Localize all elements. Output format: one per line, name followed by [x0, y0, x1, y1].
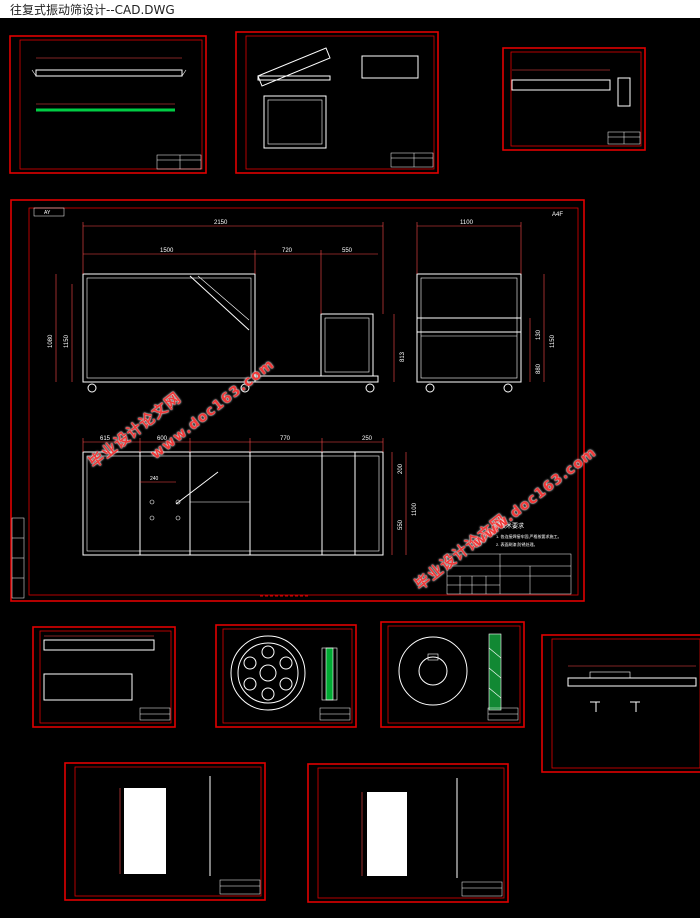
dim-side-h-c: 1150: [550, 334, 556, 348]
sheet-7[interactable]: [541, 634, 700, 773]
dim-plan-e: 200: [398, 463, 404, 474]
dim-width-b: 720: [282, 248, 293, 254]
sheet-main[interactable]: AY A4F 2150 1500 720 550 1080 1150 813: [10, 199, 585, 602]
sheet-1[interactable]: [9, 35, 207, 174]
dim-side-h-b: 880: [536, 363, 542, 374]
cad-drawing-sheets: .fr { fill:none; stroke:#e00000; stroke-…: [9, 31, 700, 903]
dim-plan-g: 1100: [412, 502, 418, 516]
note-2: 2. 表面刷漆,防锈处理。: [496, 541, 538, 547]
dim-height-b: 1150: [64, 334, 70, 348]
dim-width-a: 1500: [160, 248, 174, 254]
sheet-4[interactable]: [32, 626, 176, 728]
sheet-2[interactable]: [235, 31, 439, 174]
dim-plan-d: 250: [362, 436, 373, 442]
dim-plan-a: 615: [100, 436, 111, 442]
window-title: 往复式振动筛设计--CAD.DWG: [10, 3, 175, 17]
dim-plan-f: 550: [398, 519, 404, 530]
dim-plan-b: 600: [157, 436, 168, 442]
svg-text:A4F: A4F: [552, 212, 563, 218]
note-1: 1. 各连接焊接牢固,严格按要求施工。: [496, 533, 562, 539]
sheet-8[interactable]: [64, 762, 266, 901]
dim-height-a: 1080: [48, 334, 54, 348]
dim-overall-width: 2150: [214, 220, 228, 226]
cad-canvas[interactable]: .fr { fill:none; stroke:#e00000; stroke-…: [0, 18, 700, 918]
dim-side-h-a: 130: [536, 329, 542, 340]
dim-side-width: 1100: [460, 220, 474, 226]
dim-plan-c: 770: [280, 436, 291, 442]
dim-plan-h: 240: [150, 476, 159, 482]
sheet-9[interactable]: [307, 763, 509, 903]
sheet-5[interactable]: [215, 624, 357, 728]
title-block: [446, 553, 572, 595]
dim-height-c: 813: [400, 351, 406, 362]
sheet-3[interactable]: [502, 47, 646, 151]
dim-width-c: 550: [342, 248, 353, 254]
svg-text:AY: AY: [44, 210, 51, 216]
notes-title: 技术要求: [500, 522, 524, 530]
window-titlebar: 往复式振动筛设计--CAD.DWG: [0, 0, 700, 18]
sheet-6[interactable]: [380, 621, 525, 728]
